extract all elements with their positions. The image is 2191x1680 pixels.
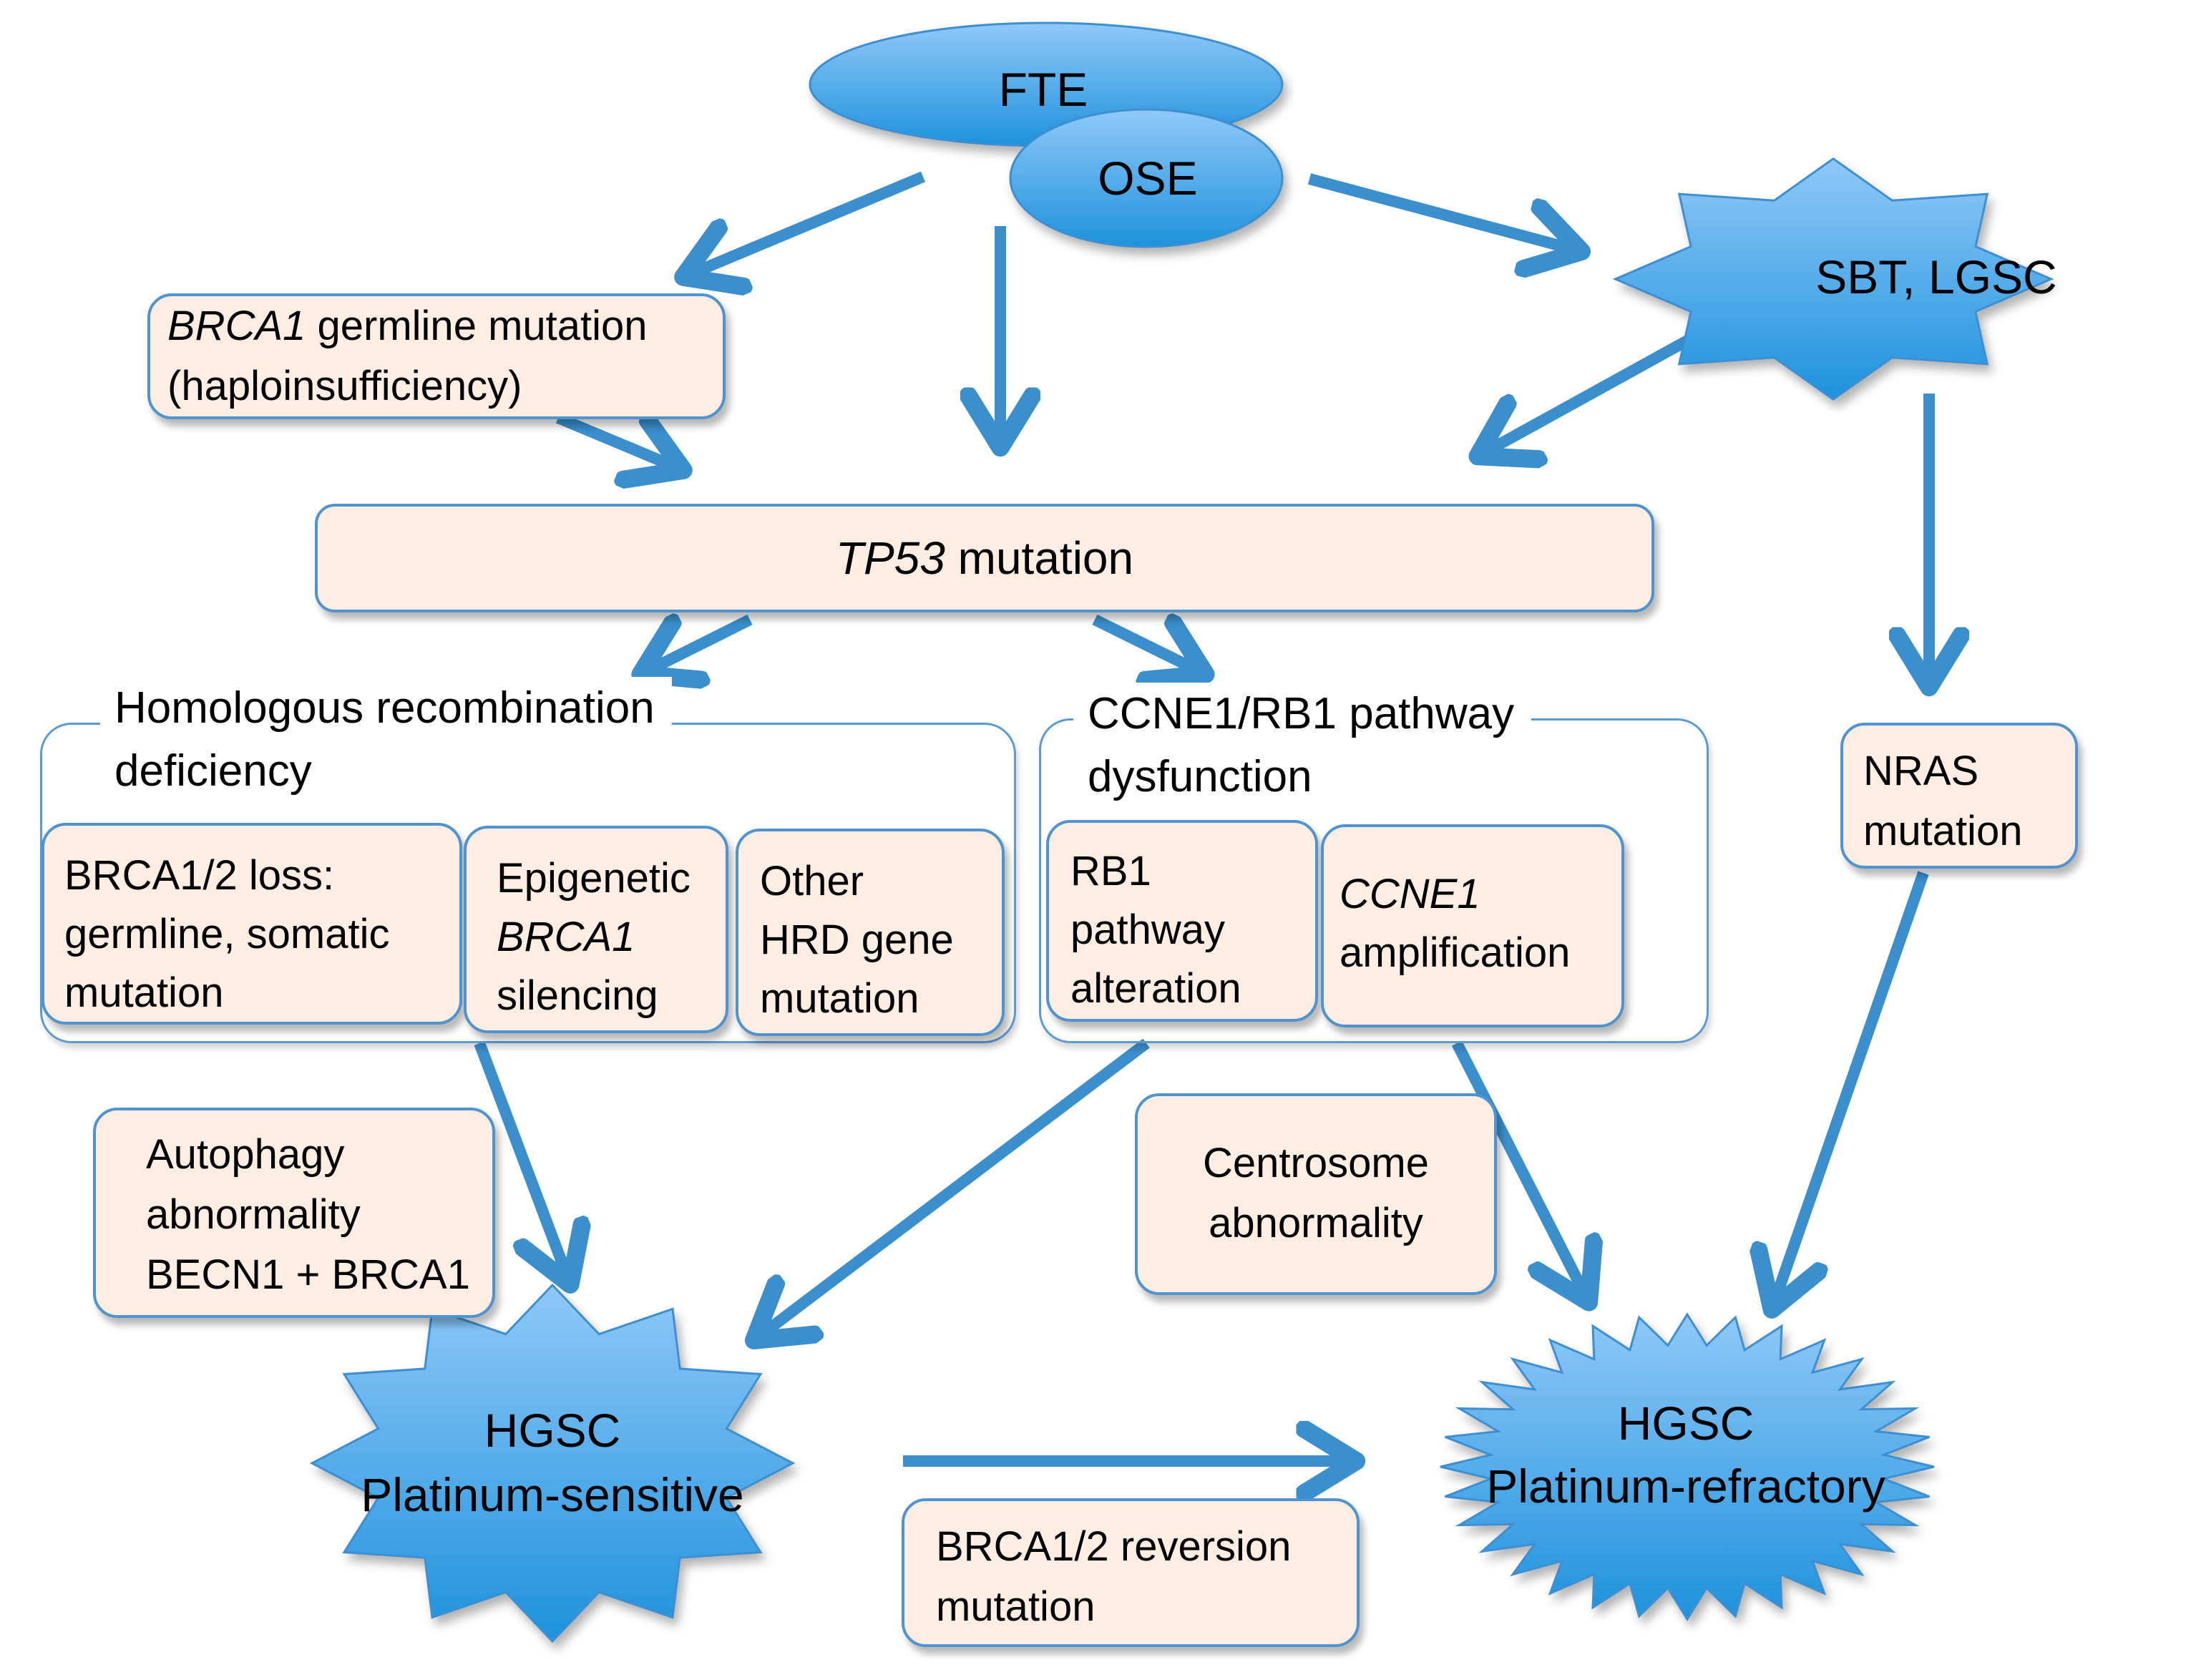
ccne1-group-title: CCNE1/RB1 pathway dysfunction [1073, 683, 1532, 809]
rb1-alteration-box[interactable]: RB1 pathway alteration [1046, 820, 1318, 1022]
brca-loss-box[interactable]: BRCA1/2 loss: germline, somatic mutation [42, 823, 462, 1025]
arrow-tp53-to-hrd [644, 620, 753, 673]
tp53-gene-italic: TP53 [835, 532, 945, 584]
centrosome-line1: Centrosome [1203, 1140, 1429, 1186]
arrow-brca1-to-tp53 [555, 418, 680, 469]
rb1-line2: pathway [1070, 907, 1226, 953]
ose-label: OSE [1098, 152, 1197, 205]
hgsc-refractory-line2: Platinum-refractory [1486, 1460, 1885, 1513]
hrd-title-line1: Homologous recombination [114, 683, 655, 733]
nras-line1: NRAS [1863, 748, 1979, 794]
other-hrd-line3: mutation [760, 975, 919, 1022]
other-hrd-box[interactable]: Other HRD gene mutation [736, 829, 1005, 1036]
autophagy-line2: abnormality [146, 1191, 361, 1238]
hgsc-sensitive-star[interactable] [309, 1283, 796, 1644]
epigenetic-line3: silencing [497, 972, 658, 1019]
nras-mutation-box[interactable]: NRAS mutation [1840, 723, 2078, 869]
ccne1-amp-line1: CCNE1 [1340, 871, 1480, 917]
hgsc-sensitive-line1: HGSC [484, 1404, 621, 1457]
sbt-lgsc-label: SBT, LGSC [1815, 250, 2056, 303]
epigenetic-line1: Epigenetic [497, 855, 691, 902]
ose-ellipse[interactable] [1009, 108, 1284, 248]
tp53-mutation-box[interactable]: TP53 mutation [315, 504, 1654, 612]
arrow-hrd-to-sensitive [474, 1041, 569, 1281]
brca1-germline-line2: (haploinsufficiency) [167, 363, 522, 409]
arrow-ccne1-to-refractory [1451, 1040, 1587, 1299]
brca1-germline-box[interactable]: BRCA1 germline mutation (haploinsufficie… [147, 293, 726, 419]
epigenetic-box[interactable]: Epigenetic BRCA1 silencing [464, 826, 728, 1033]
hgsc-sensitive-line2: Platinum-sensitive [361, 1468, 744, 1521]
hgsc-refractory-line1: HGSC [1618, 1397, 1755, 1450]
fte-label: FTE [999, 63, 1088, 116]
hrd-group-title: Homologous recombination deficiency [100, 677, 672, 803]
arrow-tp53-to-ccne1 [1092, 620, 1202, 673]
reversion-mutation-box[interactable]: BRCA1/2 reversion mutation [902, 1498, 1360, 1647]
rb1-line3: alteration [1070, 965, 1241, 1012]
autophagy-line1: Autophagy [146, 1131, 345, 1178]
brca1-germline-rest: germline mutation [306, 303, 648, 349]
reversion-line1: BRCA1/2 reversion [936, 1523, 1292, 1570]
rb1-line1: RB1 [1070, 848, 1151, 894]
ccne1-amplification-box[interactable]: CCNE1 amplification [1321, 824, 1624, 1027]
arrows [474, 171, 1929, 1461]
autophagy-line3: BECN1 + BRCA1 [146, 1251, 470, 1298]
ccne1-amp-line2: amplification [1340, 929, 1571, 976]
brca1-germline-line1: BRCA1 germline mutation [167, 296, 648, 356]
brca-loss-line2: germline, somatic [64, 911, 390, 957]
brca1-gene-italic: BRCA1 [167, 303, 306, 349]
ccne1-title-line1: CCNE1/RB1 pathway [1088, 689, 1515, 738]
tp53-rest: mutation [945, 532, 1134, 584]
other-hrd-line2: HRD gene [760, 917, 954, 963]
arrow-nras-to-refractory [1773, 871, 1929, 1306]
epigenetic-line2: BRCA1 [497, 914, 635, 960]
nras-line2: mutation [1863, 808, 2023, 854]
ccne1-title-line2: dysfunction [1088, 752, 1312, 801]
brca-loss-line1: BRCA1/2 loss: [64, 852, 335, 899]
autophagy-box[interactable]: Autophagy abnormality BECN1 + BRCA1 [93, 1108, 495, 1318]
reversion-line2: mutation [936, 1583, 1096, 1630]
arrow-origin-to-sbt [1307, 173, 1578, 250]
hgsc-refractory-star[interactable] [1440, 1312, 1935, 1621]
centrosome-line2: abnormality [1209, 1200, 1423, 1246]
tp53-label: TP53 mutation [318, 528, 1651, 588]
arrow-origin-to-brca1 [687, 171, 926, 275]
centrosome-box[interactable]: Centrosome abnormality [1135, 1093, 1497, 1295]
other-hrd-line1: Other [760, 858, 864, 904]
arrow-ccne1-to-sensitive [757, 1038, 1150, 1338]
hrd-title-line2: deficiency [114, 746, 312, 796]
sbt-lgsc-star[interactable] [1612, 157, 2054, 401]
brca-loss-line3: mutation [64, 970, 224, 1016]
